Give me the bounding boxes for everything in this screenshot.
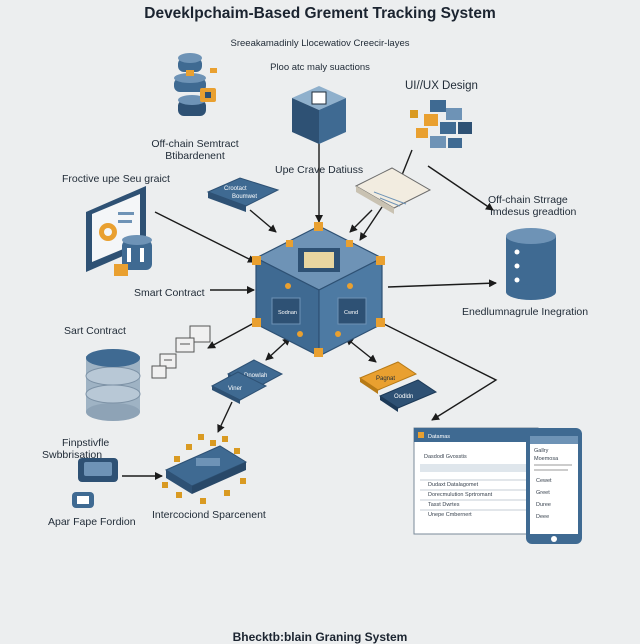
arrow-hub-to-dnowlah: [265, 337, 291, 361]
label-uiux-design: UI//UX Design: [405, 80, 478, 92]
phone-title: Gallry: [534, 448, 549, 454]
label-fructive: Froctive upe Seu graict: [62, 173, 170, 185]
arrow-hub-to-panel: [375, 319, 498, 421]
card-viner: Viner: [210, 371, 268, 404]
label-offchain-contract: Off-chain Semtract Btibardenent: [130, 138, 260, 162]
label-offchain-storage: Off-chain Strrage Imdesus greadtion: [488, 194, 576, 218]
window-row-4: Unepe Cmbernert: [428, 512, 472, 518]
label-offchain-contract-line2: Btibardenent: [165, 150, 225, 162]
blockchain-hub-cube: Sodnan Cwnd: [252, 222, 385, 357]
phone-row-4: Deee: [536, 514, 549, 520]
label-offchain-storage-line1: Off-chain Strrage: [488, 194, 568, 206]
dashboard-window: Datamas Dasdodl Gvosstis Dudaxt Datalago…: [413, 427, 539, 535]
window-row-3: Tasst Dwrtes: [428, 502, 460, 508]
database-stack-icon: [85, 349, 141, 421]
window-row-2: Dorecmulution Sprtromant: [428, 492, 493, 498]
card-crootact-label: Crootact: [224, 186, 247, 192]
phone-row-2: Greet: [536, 490, 550, 496]
label-top-note: Ploo atc maly suactions: [270, 62, 370, 73]
card-bumwet-label: Boumwet: [232, 194, 257, 200]
card-pagnat-label: Pagnat: [376, 376, 395, 382]
label-smart-contract-mid: Smart Contract: [134, 287, 205, 299]
cube-left-label: Sodnan: [278, 310, 297, 316]
arrow-crootact-to-hub: [249, 209, 277, 233]
phone-subtitle: Moemosa: [534, 456, 559, 462]
arrow-offchain-storage: [427, 165, 494, 211]
phone-device: Gallry Moemosa Cewet Greet Duree Deee: [526, 428, 582, 544]
card-oodldn: Oodldn: [378, 379, 438, 412]
window-header: Dasdodl Gvosstis: [424, 454, 467, 460]
phone-row-1: Cewet: [536, 478, 552, 484]
label-offchain-contract-line1: Off-chain Semtract: [151, 138, 239, 150]
uiux-blocks-icon: [410, 100, 472, 148]
card-parammnt: [354, 167, 432, 214]
offchain-contract-stack: [174, 53, 217, 116]
card-crootact: Crootact Boumwet: [206, 177, 280, 212]
phone-row-3: Duree: [536, 502, 551, 508]
arrow-hub-to-integration: [387, 279, 497, 288]
subscription-device-icon: [72, 458, 118, 508]
label-smart-contract-left: Sart Contract: [64, 325, 126, 337]
monitor-gear-icon: [86, 186, 152, 276]
circuit-board-icon: [162, 434, 248, 504]
storage-cylinder-icon: [506, 228, 556, 300]
window-row-1: Dudaxt Datalagomet: [428, 482, 479, 488]
label-offchain-storage-line2: Imdesus greadtion: [490, 206, 577, 218]
connector-arrows: [122, 142, 498, 480]
card-oodldn-label: Oodldn: [394, 394, 413, 400]
card-viner-label: Viner: [228, 386, 242, 392]
label-finpstivfle-line1: Finpstivfle: [62, 437, 110, 449]
arrow-viner-to-chips: [217, 401, 233, 433]
card-dnowlah-label: Dnowlah: [244, 373, 267, 379]
label-integration: Enedlumnagrule Inegration: [462, 306, 589, 318]
label-apar: Apar Fape Fordion: [48, 516, 136, 528]
arrow-parammnt-to-hub: [349, 209, 373, 233]
arrow-fructive-to-hub: [154, 211, 256, 263]
page-title: Deveklpchaim-Based Grement Tracking Syst…: [144, 5, 496, 22]
arrow-hub-to-pagnat: [345, 337, 377, 363]
card-pagnat: Pagnat: [358, 361, 418, 394]
crystal-blocks-icon: [151, 325, 211, 379]
top-cube-icon: [292, 86, 346, 144]
label-interconnect: Intercociond Sparcenent: [152, 509, 266, 521]
window-title: Datamas: [428, 434, 450, 440]
label-finpstivfle: Finpstivfle Swbbrisation: [42, 437, 109, 461]
subtitle: Sreeakamadinly Llocewatiov Creecir-layes: [230, 38, 410, 49]
cube-right-label: Cwnd: [344, 310, 358, 316]
arrow-hub-to-crystal: [207, 322, 255, 349]
